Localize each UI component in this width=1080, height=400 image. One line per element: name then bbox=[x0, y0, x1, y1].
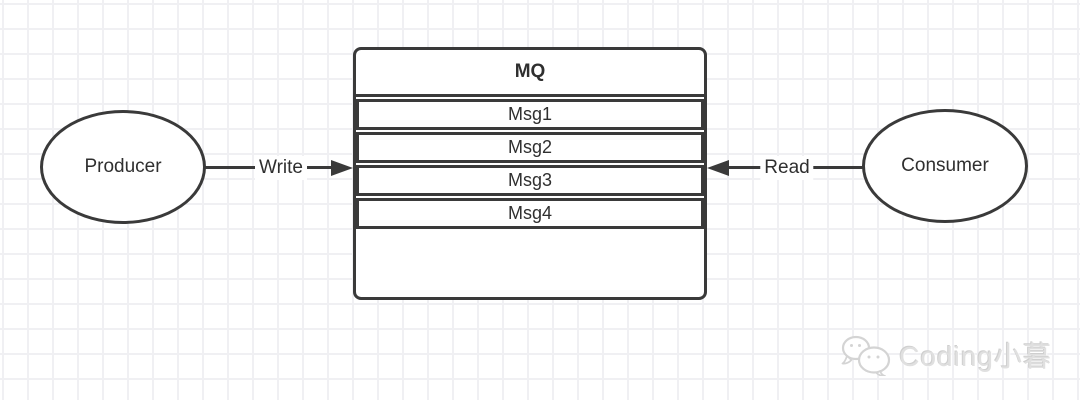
consumer-label: Consumer bbox=[901, 155, 989, 176]
mq-message-row[interactable]: Msg3 bbox=[356, 165, 704, 196]
mq-message-list: Msg1 Msg2 Msg3 Msg4 bbox=[356, 99, 704, 229]
mq-node[interactable]: MQ Msg1 Msg2 Msg3 Msg4 bbox=[353, 47, 707, 300]
consumer-node[interactable]: Consumer bbox=[862, 109, 1028, 223]
read-arrowhead-icon bbox=[707, 160, 729, 176]
producer-label: Producer bbox=[84, 156, 162, 177]
mq-message-row[interactable]: Msg4 bbox=[356, 198, 704, 229]
read-edge-label: Read bbox=[760, 156, 814, 180]
write-edge-label: Write bbox=[255, 156, 307, 180]
mq-title: MQ bbox=[356, 50, 704, 97]
watermark: Coding小暮 bbox=[841, 334, 1052, 376]
mq-message-row[interactable]: Msg1 bbox=[356, 99, 704, 130]
mq-message-row[interactable]: Msg2 bbox=[356, 132, 704, 163]
producer-node[interactable]: Producer bbox=[40, 110, 206, 224]
wechat-icon bbox=[841, 335, 891, 376]
watermark-text: Coding小暮 bbox=[899, 341, 1052, 372]
write-arrowhead-icon bbox=[331, 160, 353, 176]
